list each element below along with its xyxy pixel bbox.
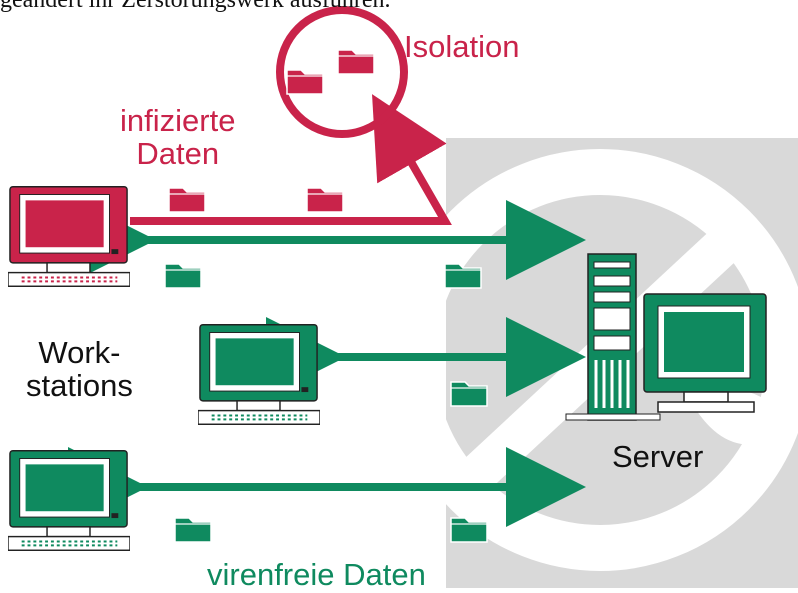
workstations-label-line2: stations: [26, 368, 133, 404]
clean-folder-icon: [449, 516, 489, 544]
workstation-icon: [8, 449, 130, 552]
infected-folder-icon: [167, 186, 207, 214]
server-monitor-icon: [643, 293, 767, 413]
isolated-folder-icon: [336, 48, 376, 76]
isolation-magnifier-icon: [276, 6, 408, 138]
infected-label-line1: infizierte: [120, 103, 236, 138]
infected-data-label: infizierte Daten: [120, 104, 235, 171]
workstation-icon: [198, 323, 320, 426]
workstations-label: Work- stations: [26, 336, 133, 403]
infected-folder-icon: [305, 186, 345, 214]
clean-folder-icon: [173, 516, 213, 544]
isolated-folder-icon: [285, 68, 325, 96]
server-label: Server: [612, 439, 704, 474]
clean-folder-icon: [449, 380, 489, 408]
infected-workstation-icon: [8, 185, 130, 288]
workstations-label-line1: Work-: [38, 335, 121, 370]
server-icon: [565, 253, 661, 421]
isolation-label: Isolation: [404, 29, 520, 64]
clean-folder-icon: [443, 262, 483, 290]
clean-data-label: virenfreie Daten: [207, 557, 426, 592]
header-text: geändert ihr Zerstörungswerk ausführen.: [0, 0, 391, 13]
clean-folder-icon: [163, 262, 203, 290]
infected-label-line2: Daten: [136, 136, 220, 172]
